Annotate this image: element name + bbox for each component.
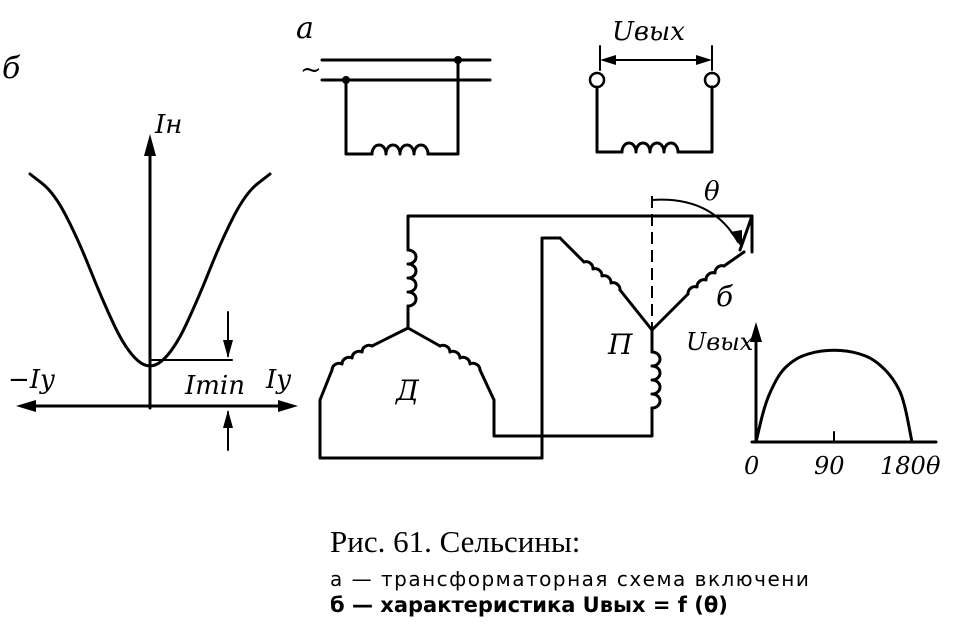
x-axis-left-arrow-icon	[16, 400, 36, 412]
rotor-axis-line	[738, 214, 754, 252]
caption-line-1: а — трансформаторная схема включени	[330, 567, 810, 591]
winding-p-phase-coil-icon	[686, 264, 726, 296]
winding-d-phase-coil-icon	[438, 343, 482, 372]
star-p-lead	[650, 292, 690, 332]
winding-p-phase-coil-icon	[582, 260, 622, 292]
top-bus-wire	[406, 214, 754, 254]
i-min-label: Imin	[184, 371, 245, 401]
middle-connection-wire	[540, 236, 562, 460]
tick-0-label: 0	[744, 452, 759, 480]
i-n-label: Iн	[154, 110, 182, 140]
winding-d-phase-coil-icon	[330, 343, 374, 372]
dimension-right-arrow-icon	[696, 55, 712, 65]
i-min-down-arrow-icon	[223, 340, 233, 358]
rotor-b-label: б	[716, 280, 734, 313]
tick-90-label: 90	[814, 452, 845, 480]
lower-connection-wire	[492, 398, 654, 438]
winding-lead-left	[344, 78, 374, 156]
ac-symbol: ~	[300, 55, 322, 85]
output-lead-right	[676, 85, 714, 154]
characteristic-curve	[28, 172, 272, 368]
minus-i-y-label: −Iу	[8, 365, 55, 395]
u-out-axis-arrow-icon	[750, 322, 762, 342]
excitation-coil-icon	[370, 143, 430, 156]
figure-caption: Рис. 61. Сельсины: а — трансформаторная …	[330, 524, 810, 617]
three-phase-windings: Д П б θ	[318, 177, 754, 460]
characteristic-plot: б Iн −Iу Iу Imin	[2, 51, 298, 451]
y-axis-arrow-icon	[144, 134, 156, 156]
winding-d-phase-coil-icon	[406, 248, 418, 308]
theta-arrow-icon	[730, 230, 742, 248]
winding-d-label: Д	[394, 374, 420, 407]
winding-p-phase-coil-icon	[650, 350, 662, 410]
winding-p-label: П	[607, 328, 633, 361]
star-d-lead	[406, 326, 442, 348]
caption-title: Рис. 61. Сельсины:	[330, 524, 580, 559]
star-d-lead	[318, 368, 334, 402]
output-circuit: Uвых	[588, 17, 721, 154]
star-p-lead	[722, 250, 746, 268]
i-y-label: Iу	[265, 365, 291, 395]
output-voltage-chart: Uвых 0 90 180 θ	[686, 322, 941, 480]
x-axis-right-arrow-icon	[278, 400, 298, 412]
u-out-top-label: Uвых	[612, 17, 685, 47]
caption-line-2: б — характеристика Uвых = f (θ)	[330, 593, 728, 617]
bottom-connection-wire	[318, 398, 544, 460]
output-coil-icon	[620, 141, 680, 154]
axis-theta-label: θ	[926, 452, 941, 480]
theta-top-label: θ	[704, 177, 720, 207]
star-p-lead	[558, 236, 586, 264]
output-terminal-icon	[588, 71, 606, 89]
u-out-chart-label: Uвых	[686, 328, 754, 356]
tick-180-label: 180	[880, 452, 926, 480]
star-p-lead	[618, 288, 654, 332]
u-out-curve	[754, 348, 914, 444]
panel-a-label: а	[296, 11, 314, 46]
dimension-left-arrow-icon	[600, 55, 616, 65]
i-min-up-arrow-icon	[223, 410, 233, 428]
winding-lead-right	[426, 58, 460, 156]
panel-b-label: б	[2, 51, 21, 86]
star-d-lead	[370, 326, 410, 348]
theta-arc	[651, 198, 739, 243]
output-terminal-icon	[703, 71, 721, 89]
supply-circuit: а ~	[296, 11, 492, 156]
star-d-lead	[478, 368, 496, 402]
output-lead-left	[595, 85, 624, 154]
